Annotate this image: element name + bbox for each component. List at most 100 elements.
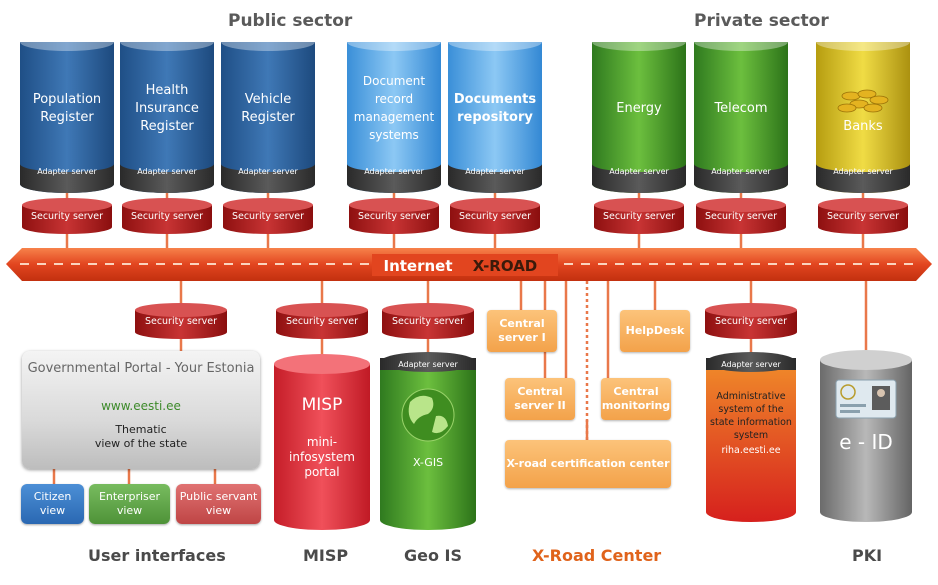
security-server-label: Security server	[827, 211, 899, 222]
security-server-body	[594, 205, 684, 234]
security-server-body	[349, 205, 439, 234]
security-server-label: Security server	[392, 316, 464, 327]
database-name-line: Banks	[843, 119, 883, 134]
adapter-server-label: Adapter server	[238, 167, 298, 176]
xroad-certification-center[interactable]: X-road certification center	[505, 440, 671, 488]
adapter-band	[694, 164, 788, 193]
monitoring-line-2: monitoring	[601, 399, 671, 412]
database-body	[816, 42, 910, 193]
database-top	[694, 33, 788, 51]
governmental-portal[interactable]: Governmental Portal - Your Estonia www.e…	[22, 351, 260, 469]
security-server-label: Security server	[131, 211, 203, 222]
security-server: Security server	[223, 198, 313, 234]
security-server: Security server	[22, 198, 112, 234]
database-name-line: management	[354, 110, 435, 124]
citizen-view-line-2: view	[39, 504, 66, 517]
adapter-band	[221, 164, 315, 193]
helpdesk[interactable]: HelpDesk	[620, 310, 690, 352]
security-server: Security server	[450, 198, 540, 234]
security-server-top	[818, 198, 908, 212]
misp-line-3: portal	[304, 465, 339, 479]
riha-line-1: Administrative	[716, 391, 785, 402]
database-name-line: Telecom	[713, 101, 767, 116]
security-server-top	[122, 198, 212, 212]
security-server: Security server	[818, 198, 908, 234]
database-name-line: Register	[241, 110, 295, 125]
adapter-server-label: Adapter server	[37, 167, 97, 176]
servant-view-line-1: Public servant	[179, 490, 258, 503]
security-server: Security server	[276, 303, 368, 339]
database-body	[221, 42, 315, 193]
database-top	[448, 33, 542, 51]
adapter-server-label: Adapter server	[711, 167, 771, 176]
coin-icon	[863, 103, 883, 113]
database-top	[221, 33, 315, 51]
geo-is-title: Geo IS	[404, 546, 463, 565]
security-server-top	[696, 198, 786, 212]
security-server: Security server	[696, 198, 786, 234]
monitoring-line-1: Central	[613, 385, 659, 398]
riha-database: Adapter server Administrative system of …	[706, 352, 796, 522]
adapter-server-label: Adapter server	[609, 167, 669, 176]
security-server-top	[22, 198, 112, 212]
coin-icon	[837, 103, 857, 113]
portal-url[interactable]: www.eesti.ee	[101, 399, 181, 413]
adapter-server-label: Adapter server	[465, 167, 525, 176]
database-name-line: Insurance	[135, 101, 199, 116]
id-card-icon	[835, 379, 897, 419]
security-server: Security server	[594, 198, 684, 234]
security-server-body	[22, 205, 112, 234]
security-server-body	[818, 205, 908, 234]
coin-icon	[857, 89, 877, 99]
security-server-body	[450, 205, 540, 234]
geo-label: X-GIS	[413, 456, 443, 469]
misp-bottom-title: MISP	[303, 546, 349, 565]
security-server-body	[705, 310, 797, 339]
security-server-top	[349, 198, 439, 212]
central-1-line-2: server I	[498, 331, 546, 344]
security-server: Security server	[705, 303, 797, 339]
portal-desc-line-1: Thematic	[115, 423, 167, 436]
security-server-top	[705, 303, 797, 317]
security-server-top	[382, 303, 474, 317]
lower-connectors	[52, 281, 868, 484]
geo-is-database: Adapter server X-GIS	[380, 352, 476, 530]
database-top	[816, 33, 910, 51]
riha-line-3: state information	[710, 417, 792, 428]
globe-icon	[401, 388, 455, 442]
database-name-line: Energy	[616, 101, 662, 116]
riha-adapter-label: Adapter server	[721, 360, 781, 369]
database-name-line: systems	[369, 128, 419, 142]
misp-line-1: mini-	[307, 435, 337, 449]
xroad-bar: Internet X-ROAD	[6, 248, 932, 281]
database-name-line: Health	[146, 83, 189, 98]
pki-title: PKI	[852, 546, 883, 565]
database-body	[20, 42, 114, 193]
security-server-label: Security server	[232, 211, 304, 222]
enterpriser-view-line-1: Enterpriser	[98, 490, 161, 503]
database-energy: Adapter server Energy	[592, 33, 686, 193]
misp-database: MISP mini- infosystem portal	[274, 354, 370, 530]
geo-adapter-label: Adapter server	[398, 360, 458, 369]
security-server-top	[594, 198, 684, 212]
adapter-server-label: Adapter server	[364, 167, 424, 176]
database-name-line: record	[375, 92, 413, 106]
cert-label: X-road certification center	[506, 457, 670, 470]
database-name-line: Document	[363, 74, 425, 88]
public-sector-title: Public sector	[228, 11, 353, 31]
coin-icon	[869, 95, 889, 105]
portal-desc-line-2: view of the state	[94, 437, 188, 450]
security-server-body	[382, 310, 474, 339]
security-server-label: Security server	[145, 316, 217, 327]
security-server-top	[276, 303, 368, 317]
